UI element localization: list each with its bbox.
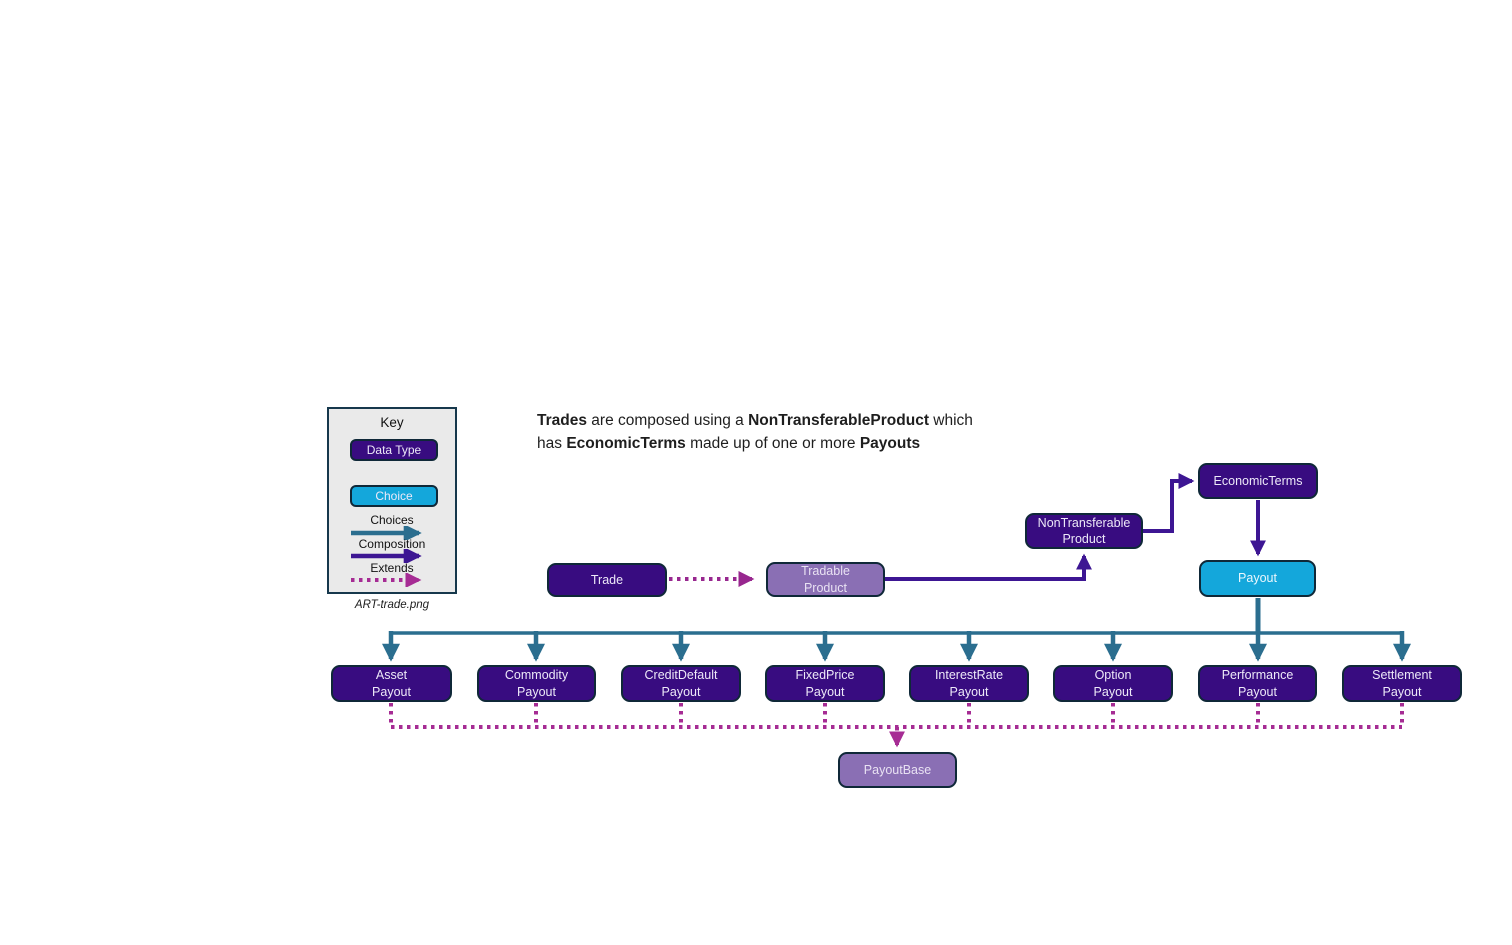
extends-arrow-icon bbox=[351, 573, 422, 587]
legend-title: Key bbox=[380, 415, 404, 430]
description-segment: EconomicTerms bbox=[566, 435, 686, 452]
payout-node-label: Option Payout bbox=[1093, 668, 1133, 699]
node-fixedprice-payout: FixedPrice Payout bbox=[765, 665, 885, 702]
payout-node-label: Performance Payout bbox=[1221, 668, 1294, 699]
legend-composition-label: Composition bbox=[358, 537, 426, 551]
node-asset-payout: Asset Payout bbox=[331, 665, 452, 702]
node-performance-payout: Performance Payout bbox=[1198, 665, 1317, 702]
description-segment: which bbox=[928, 412, 973, 429]
node-payout-base: PayoutBase bbox=[838, 752, 957, 788]
payout-node-label: Settlement Payout bbox=[1372, 668, 1432, 699]
composition-connector-tradable-to-nontransferable bbox=[885, 553, 1092, 581]
description-segment: Trades bbox=[537, 412, 587, 429]
diagram-filename-caption: ART-trade.png bbox=[354, 599, 430, 611]
node-economic-terms-label: EconomicTerms bbox=[1213, 473, 1303, 488]
description-segment: made up of one or more bbox=[685, 435, 860, 452]
node-interestrate-payout: InterestRate Payout bbox=[909, 665, 1029, 702]
node-commodity-payout: Commodity Payout bbox=[477, 665, 596, 702]
extends-connector-payouts-to-payoutbase bbox=[389, 703, 1404, 748]
node-payout-base-label: PayoutBase bbox=[863, 762, 932, 777]
legend-choice-swatch: Choice bbox=[350, 485, 438, 507]
payout-node-label: Asset Payout bbox=[372, 668, 411, 699]
node-settlement-payout: Settlement Payout bbox=[1342, 665, 1462, 702]
description-segment: are composed using a bbox=[586, 412, 749, 429]
node-non-transferable-product-label: NonTransferable Product bbox=[1037, 515, 1131, 547]
legend-extends-label: Extends bbox=[370, 561, 414, 575]
node-trade: Trade bbox=[547, 563, 667, 597]
composition-connector-nontransferable-to-economicterms bbox=[1143, 473, 1195, 533]
choices-connector-payout-fanout bbox=[382, 598, 1411, 662]
node-payout: Payout bbox=[1199, 560, 1316, 597]
choices-arrow-icon bbox=[351, 526, 422, 540]
legend-data-type-label: Data Type bbox=[366, 443, 422, 457]
payout-node-label: Commodity Payout bbox=[504, 668, 569, 699]
node-tradable-product-label: Tradable Product bbox=[801, 564, 850, 595]
node-trade-label: Trade bbox=[590, 572, 624, 587]
node-payout-label: Payout bbox=[1238, 571, 1277, 586]
description-segment: has bbox=[537, 435, 567, 452]
legend-data-type-swatch: Data Type bbox=[350, 439, 438, 461]
legend-panel: Key Data Type Choice Choices Composition… bbox=[327, 407, 457, 594]
legend-choice-label: Choice bbox=[375, 489, 413, 503]
diagram-description: Trades are composed using a NonTransfera… bbox=[537, 409, 1057, 455]
node-option-payout: Option Payout bbox=[1053, 665, 1173, 702]
node-tradable-product: Tradable Product bbox=[766, 562, 885, 597]
node-economic-terms: EconomicTerms bbox=[1198, 463, 1318, 499]
payout-node-label: CreditDefault Payout bbox=[644, 668, 718, 699]
payout-node-label: FixedPrice Payout bbox=[795, 668, 855, 699]
node-creditdefault-payout: CreditDefault Payout bbox=[621, 665, 741, 702]
description-segment: Payouts bbox=[859, 435, 921, 452]
node-non-transferable-product: NonTransferable Product bbox=[1025, 513, 1143, 549]
composition-arrow-icon bbox=[351, 549, 422, 563]
description-segment: NonTransferableProduct bbox=[748, 412, 929, 429]
legend-choices-label: Choices bbox=[370, 513, 414, 527]
payout-node-label: InterestRate Payout bbox=[934, 668, 1004, 699]
